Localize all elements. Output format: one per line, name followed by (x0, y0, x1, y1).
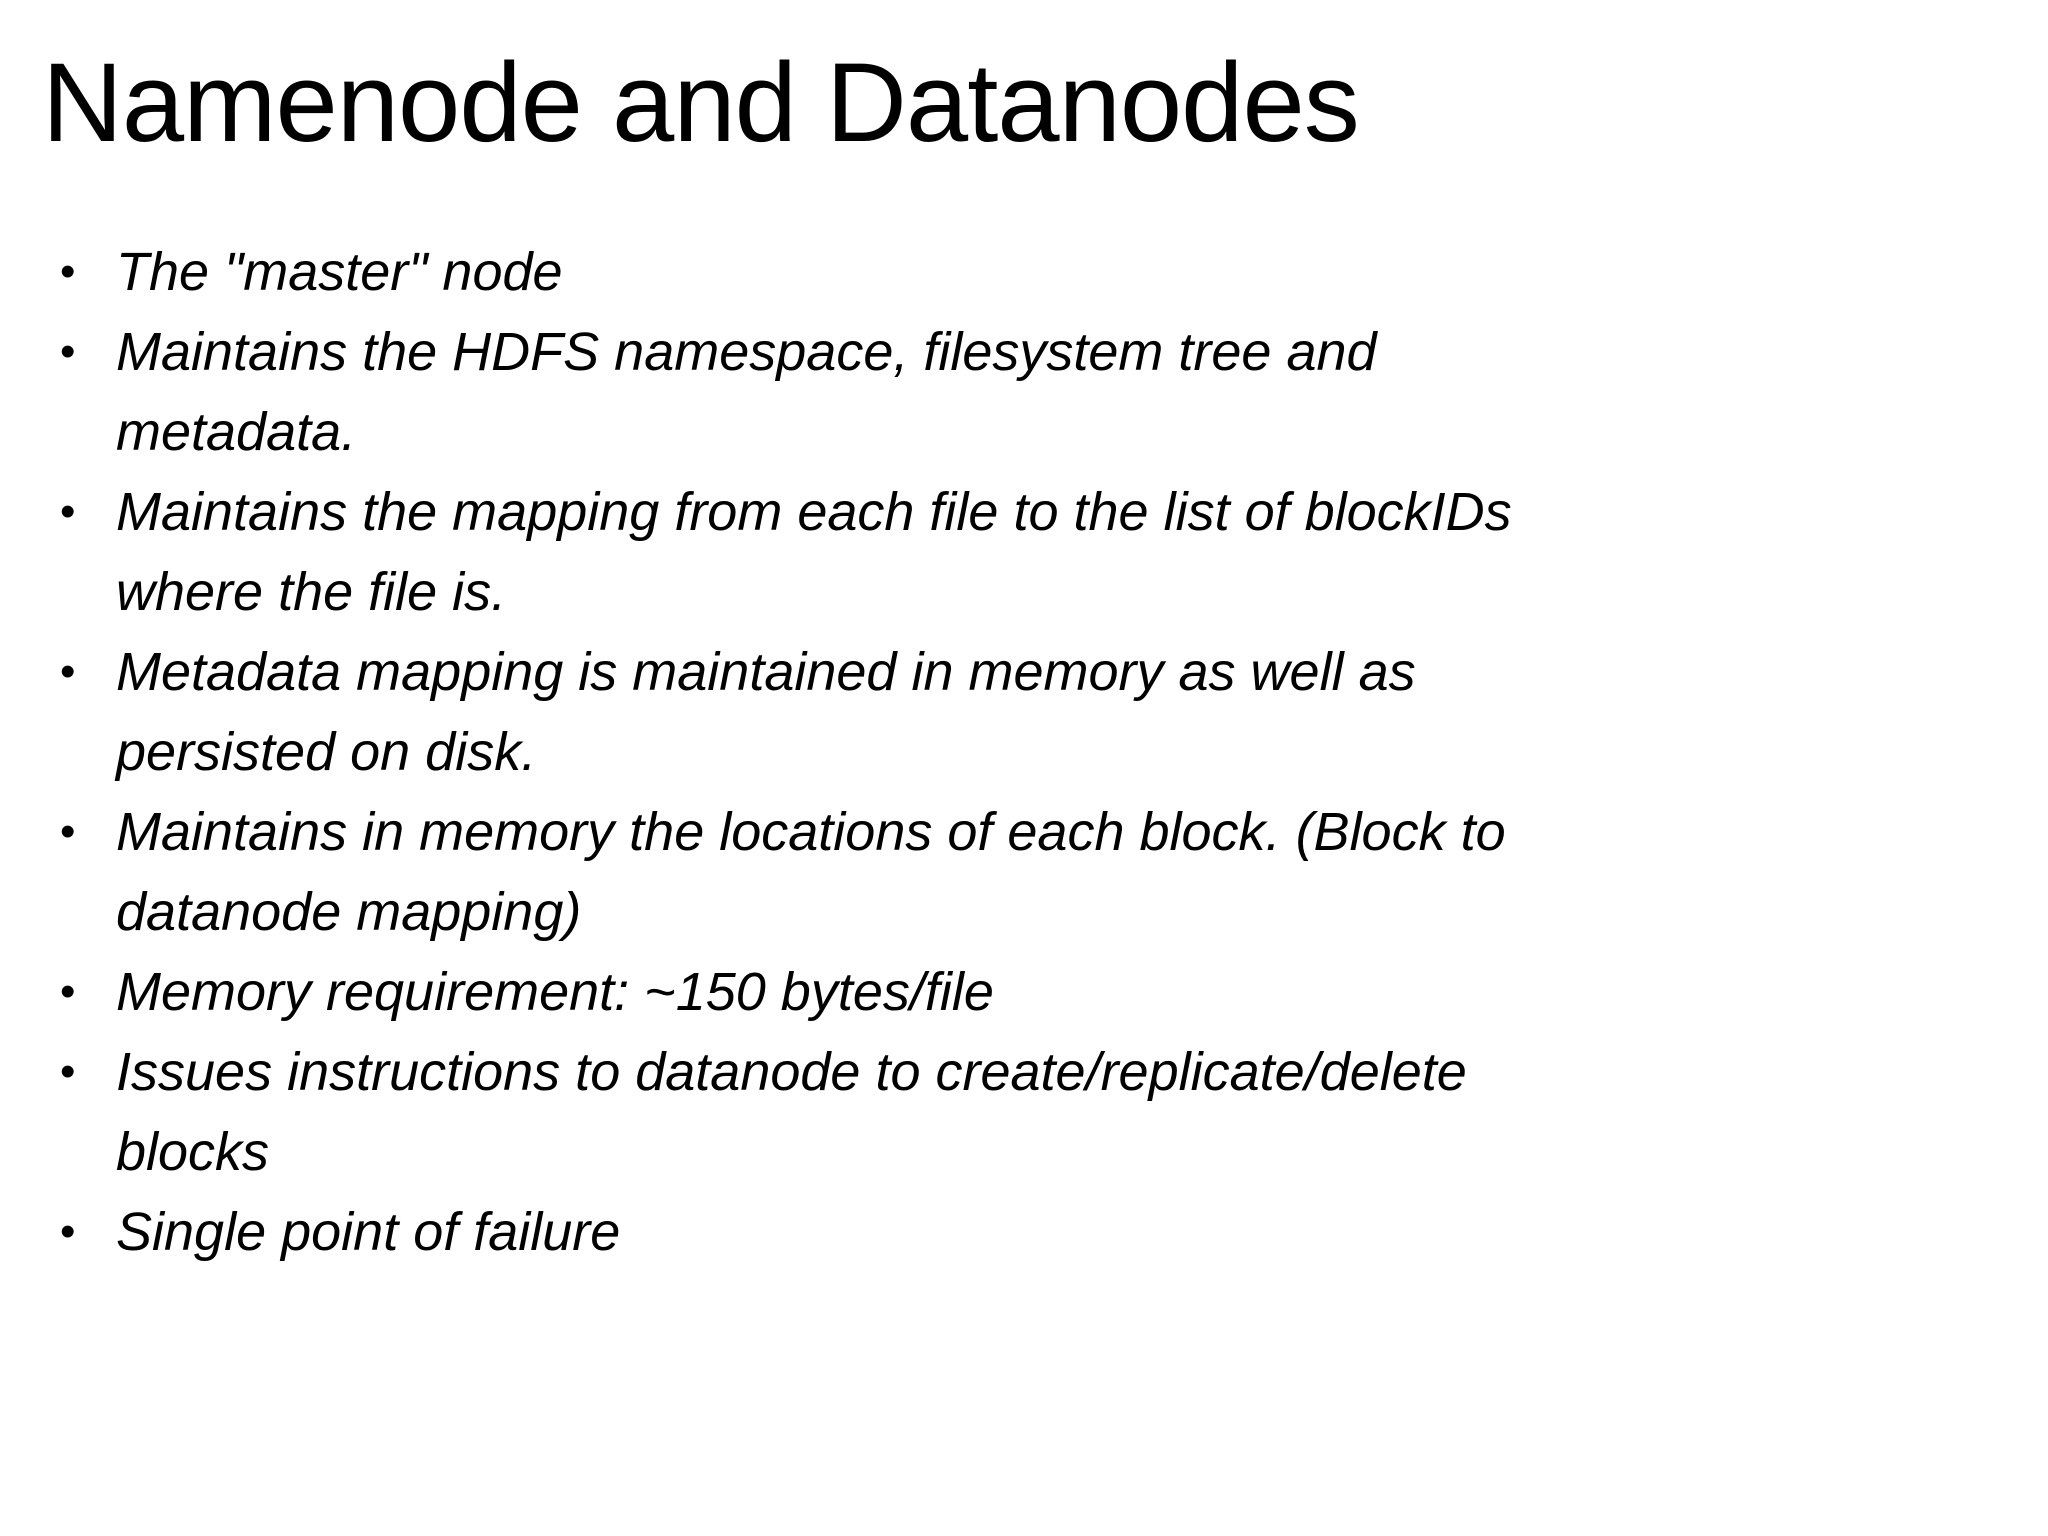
bullet-text: Issues instructions to datanode to creat… (116, 1042, 1467, 1183)
bullet-icon: • (60, 247, 76, 297)
bullet-item: • Metadata mapping is maintained in memo… (60, 632, 1536, 792)
bullet-icon: • (60, 1047, 76, 1097)
bullet-item: • Issues instructions to datanode to cre… (60, 1032, 1536, 1192)
bullet-icon: • (60, 327, 76, 377)
bullet-item: • Single point of failure (60, 1192, 1536, 1272)
bullet-text: Maintains the mapping from each file to … (116, 482, 1512, 623)
bullet-text: The "master" node (116, 242, 563, 303)
bullet-icon: • (60, 647, 76, 697)
bullet-text: Metadata mapping is maintained in memory… (116, 642, 1416, 783)
bullet-item: • Memory requirement: ~150 bytes/file (60, 952, 1536, 1032)
bullet-icon: • (60, 807, 76, 857)
bullet-list: • The "master" node • Maintains the HDFS… (60, 232, 2048, 1272)
bullet-text: Maintains the HDFS namespace, filesystem… (116, 322, 1377, 463)
bullet-icon: • (60, 1207, 76, 1257)
bullet-icon: • (60, 487, 76, 537)
bullet-text: Memory requirement: ~150 bytes/file (116, 962, 994, 1023)
bullet-item: • The "master" node (60, 232, 1536, 312)
bullet-item: • Maintains the mapping from each file t… (60, 472, 1536, 632)
bullet-text: Maintains in memory the locations of eac… (116, 802, 1506, 943)
bullet-text: Single point of failure (116, 1202, 621, 1263)
bullet-item: • Maintains in memory the locations of e… (60, 792, 1536, 952)
bullet-item: • Maintains the HDFS namespace, filesyst… (60, 312, 1536, 472)
bullet-icon: • (60, 967, 76, 1017)
slide-title: Namenode and Datanodes (42, 40, 1360, 165)
